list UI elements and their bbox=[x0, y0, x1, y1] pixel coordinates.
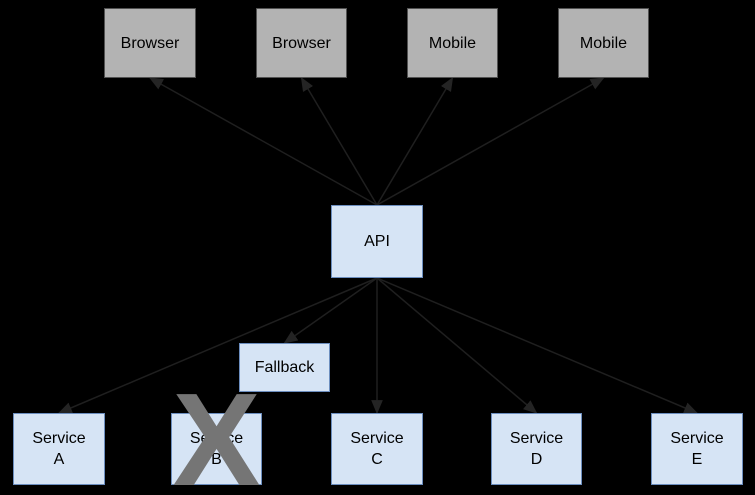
node-mobile-1: Mobile bbox=[407, 8, 498, 78]
edge-api-browser-1 bbox=[148, 77, 378, 206]
node-browser-2-label: Browser bbox=[272, 34, 331, 52]
crossout-x-mark: X bbox=[172, 366, 261, 495]
node-api-label: API bbox=[364, 233, 390, 250]
edge-api-service-d bbox=[376, 277, 538, 414]
node-mobile-2: Mobile bbox=[558, 8, 649, 78]
node-service-e: Service E bbox=[651, 413, 743, 485]
node-service-b: Service B bbox=[171, 413, 262, 485]
node-service-a-label: Service A bbox=[32, 430, 86, 468]
node-mobile-2-label: Mobile bbox=[579, 34, 628, 52]
node-service-c: Service C bbox=[331, 413, 423, 485]
edge-api-fallback bbox=[283, 277, 378, 344]
edge-api-mobile-2 bbox=[376, 77, 605, 206]
node-fallback-label: Fallback bbox=[254, 359, 315, 376]
node-browser-2: Browser bbox=[256, 8, 347, 78]
node-service-d-label: Service D bbox=[509, 430, 564, 468]
node-fallback: Fallback bbox=[239, 343, 330, 392]
edge-api-service-a bbox=[57, 277, 378, 414]
node-browser-1-label: Browser bbox=[120, 34, 180, 52]
edge-api-mobile-1 bbox=[376, 76, 454, 206]
node-browser-1: Browser bbox=[104, 8, 196, 78]
node-service-a: Service A bbox=[13, 413, 105, 485]
edge-api-browser-2 bbox=[300, 76, 378, 206]
node-api: API bbox=[331, 205, 423, 278]
node-service-c-label: Service C bbox=[350, 430, 404, 468]
node-service-d: Service D bbox=[491, 413, 582, 485]
node-service-b-label: Service B bbox=[189, 430, 244, 468]
edge-api-service-e bbox=[376, 277, 699, 414]
node-service-e-label: Service E bbox=[670, 430, 724, 468]
node-mobile-1-label: Mobile bbox=[428, 34, 477, 52]
